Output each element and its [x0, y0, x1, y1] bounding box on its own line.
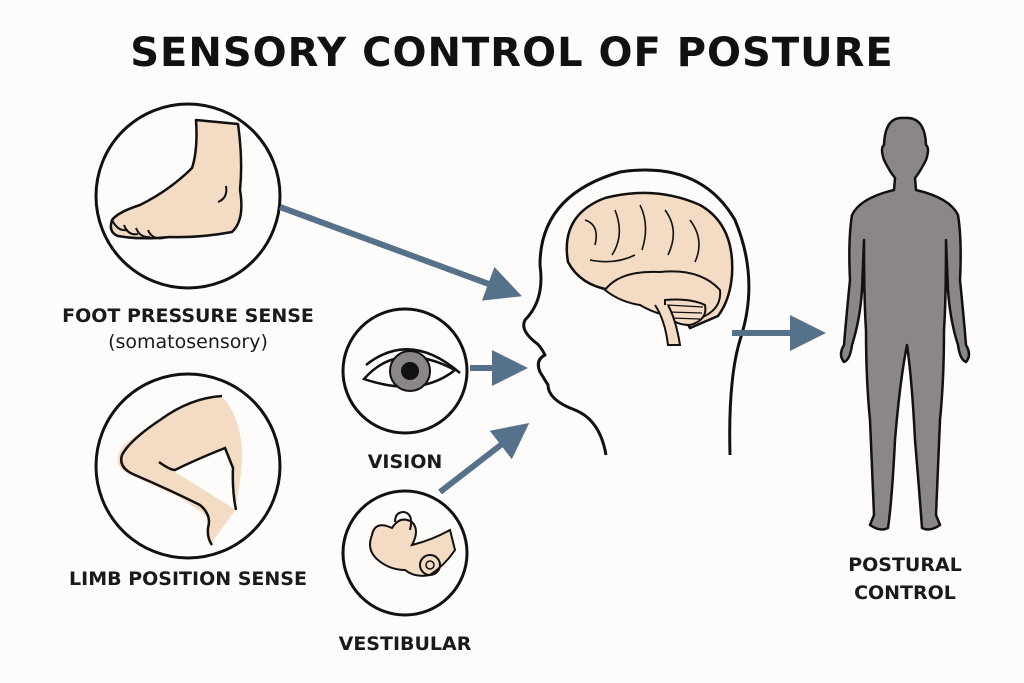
human-body-icon	[839, 116, 971, 531]
eye-icon	[341, 307, 469, 435]
arrow-vestibular-to-brain	[438, 422, 530, 495]
vision-label: VISION	[367, 451, 443, 473]
foot-pressure-subtitle: (somatosensory)	[108, 331, 268, 353]
postural-control-line2: CONTROL	[854, 582, 956, 604]
inner-ear-icon	[341, 489, 469, 617]
foot-pressure-title: FOOT PRESSURE SENSE	[62, 305, 314, 327]
postural-control-line1: POSTURAL	[848, 554, 962, 576]
bent-leg-icon	[94, 372, 282, 560]
vestibular-label: VESTIBULAR	[338, 633, 472, 655]
limb-position-label: LIMB POSITION SENSE	[69, 568, 307, 590]
postural-control-label: POSTURAL CONTROL	[830, 551, 980, 607]
foot-icon	[94, 102, 282, 290]
foot-pressure-label: FOOT PRESSURE SENSE (somatosensory)	[40, 303, 336, 355]
diagram-title: SENSORY CONTROL OF POSTURE	[130, 30, 894, 76]
arrow-foot-to-brain	[278, 204, 522, 301]
head-brain-icon	[522, 168, 751, 456]
